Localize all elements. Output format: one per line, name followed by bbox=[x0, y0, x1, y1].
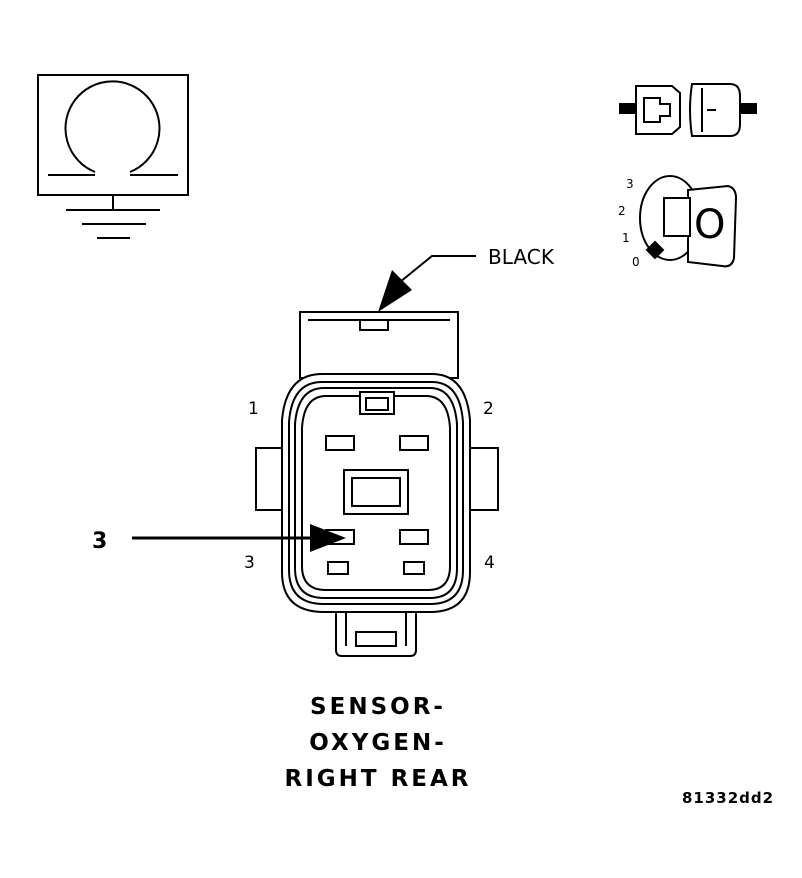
connector-title: SENSOR- OXYGEN- RIGHT REAR bbox=[284, 694, 471, 792]
oxygen-sensor-connector bbox=[255, 311, 499, 657]
pin-label-2: 2 bbox=[483, 399, 494, 419]
connector-center-block bbox=[343, 469, 409, 515]
pin-label-4: 4 bbox=[484, 553, 495, 573]
ignition-pos-1: 1 bbox=[622, 231, 630, 245]
ohmmeter-icon bbox=[37, 74, 189, 239]
connector-disconnect-icon bbox=[619, 83, 757, 137]
ignition-pos-0: 0 bbox=[632, 255, 640, 269]
title-line-1: SENSOR- bbox=[310, 694, 446, 720]
item-arrowhead bbox=[310, 524, 346, 552]
terminal-cavity bbox=[403, 561, 425, 575]
pin-label-3: 3 bbox=[244, 553, 255, 573]
callout-arrowhead bbox=[378, 270, 412, 312]
terminal-cavity bbox=[399, 529, 429, 545]
ignition-key-icon: O 3 2 1 0 bbox=[618, 175, 738, 269]
wire-color-callout: BLACK bbox=[378, 245, 555, 312]
ignition-pos-2: 2 bbox=[618, 204, 626, 218]
figure-code: 81332dd2 bbox=[682, 789, 774, 807]
item-number: 3 bbox=[92, 529, 107, 554]
key-glyph: O bbox=[694, 202, 725, 248]
terminal-cavity bbox=[327, 561, 349, 575]
item-callout: 3 bbox=[92, 524, 346, 554]
pin-label-1: 1 bbox=[248, 399, 259, 419]
title-line-3: RIGHT REAR bbox=[284, 766, 471, 792]
ignition-pos-3: 3 bbox=[626, 177, 634, 191]
title-line-2: OXYGEN- bbox=[309, 730, 447, 756]
terminal-cavity bbox=[325, 435, 355, 451]
wire-color-label: BLACK bbox=[488, 245, 555, 269]
terminal-cavity bbox=[399, 435, 429, 451]
